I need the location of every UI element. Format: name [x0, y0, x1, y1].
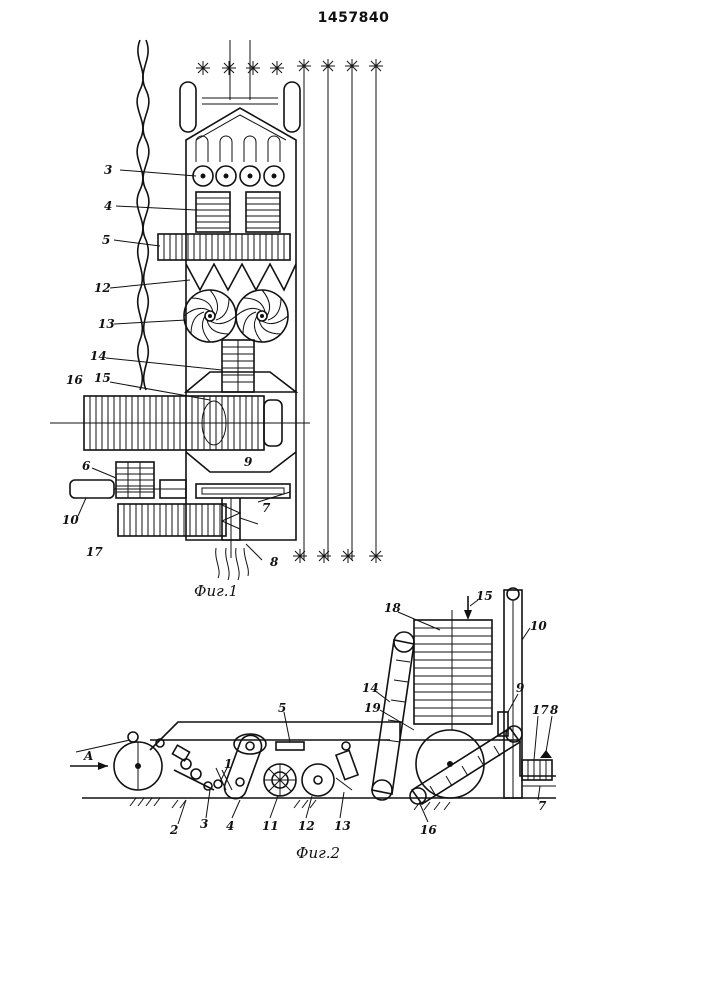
item-7-8-funnel — [216, 498, 249, 580]
fig1-label-16: 16 — [66, 373, 83, 387]
fig2-item-5 — [276, 742, 304, 750]
fig1-label-3: 3 — [104, 163, 112, 177]
fig1-label-13: 13 — [98, 317, 115, 331]
fig1-label-15: 15 — [94, 371, 111, 385]
fig2-label-18: 18 — [384, 601, 401, 615]
item-12-zigzag — [186, 264, 296, 290]
fig1-caption: Фиг.1 — [194, 582, 238, 600]
fig2-label-2: 2 — [169, 823, 178, 837]
fig2-item-13 — [336, 742, 358, 790]
fig1-label-9: 9 — [244, 455, 253, 469]
fig1-label-17: 17 — [86, 545, 103, 559]
fig2-label-10: 10 — [530, 619, 547, 633]
bobbin-stars-top — [196, 59, 383, 75]
item-17-block — [118, 504, 226, 536]
fig2-label-13: 13 — [334, 819, 351, 833]
item-6-block — [116, 462, 154, 498]
fig2-label-3: 3 — [200, 817, 208, 831]
fig2-label-14: 14 — [362, 681, 379, 695]
fig2-left-roller — [114, 732, 164, 790]
fig2-label-12: 12 — [298, 819, 315, 833]
fig2-label-16: 16 — [420, 823, 437, 837]
item-16-drum — [50, 396, 310, 450]
item-4-blocks — [196, 192, 280, 232]
fig2-label-15: 15 — [476, 589, 493, 603]
fig2-label-4: 4 — [226, 819, 234, 833]
fig2-items-17-8-7 — [522, 750, 556, 786]
fig2-label-5: 5 — [278, 701, 286, 715]
item-3-rollers — [193, 166, 284, 186]
fig2-item-14-conveyor — [372, 632, 414, 800]
fig1-label-7: 7 — [262, 501, 271, 515]
fig1-label-10: 10 — [62, 513, 79, 527]
fig1-label-8: 8 — [270, 555, 279, 569]
fig1-label-5: 5 — [102, 233, 110, 247]
fig2-label-9: 9 — [516, 681, 525, 695]
fig1-label-6: 6 — [82, 459, 91, 473]
fig2-label-8: 8 — [550, 703, 559, 717]
item-5-belt — [158, 234, 290, 260]
bobbin-stars-bottom — [293, 549, 383, 563]
fig2-caption: Фиг.2 — [296, 844, 340, 862]
figure-1: 3 4 5 12 13 14 15 16 6 9 7 8 10 17 Фиг.1 — [50, 40, 383, 600]
item-13-spiral-rollers — [184, 290, 288, 342]
fig2-label-11: 11 — [262, 819, 279, 833]
fig2-arrow-label: A — [83, 749, 93, 763]
fig2-label-19: 19 — [364, 701, 381, 715]
fig2-label-17: 17 — [532, 703, 549, 717]
fig2-label-7: 7 — [538, 799, 547, 813]
figure-2: A — [70, 588, 559, 862]
sliver-left — [137, 40, 143, 390]
fig2-wheels-11-12 — [264, 764, 334, 796]
fig2-item-18-stack — [414, 610, 492, 730]
fig2-label-1: 1 — [224, 757, 232, 771]
fig1-label-12: 12 — [94, 281, 111, 295]
capsule-left — [180, 82, 196, 132]
fig1-label-14: 14 — [90, 349, 107, 363]
fig2-frame — [150, 722, 556, 776]
item-14-stack — [222, 340, 254, 392]
fig2-item-16-conveyor — [410, 726, 522, 804]
fig1-label-4: 4 — [104, 199, 112, 213]
capsule-right — [284, 82, 300, 132]
